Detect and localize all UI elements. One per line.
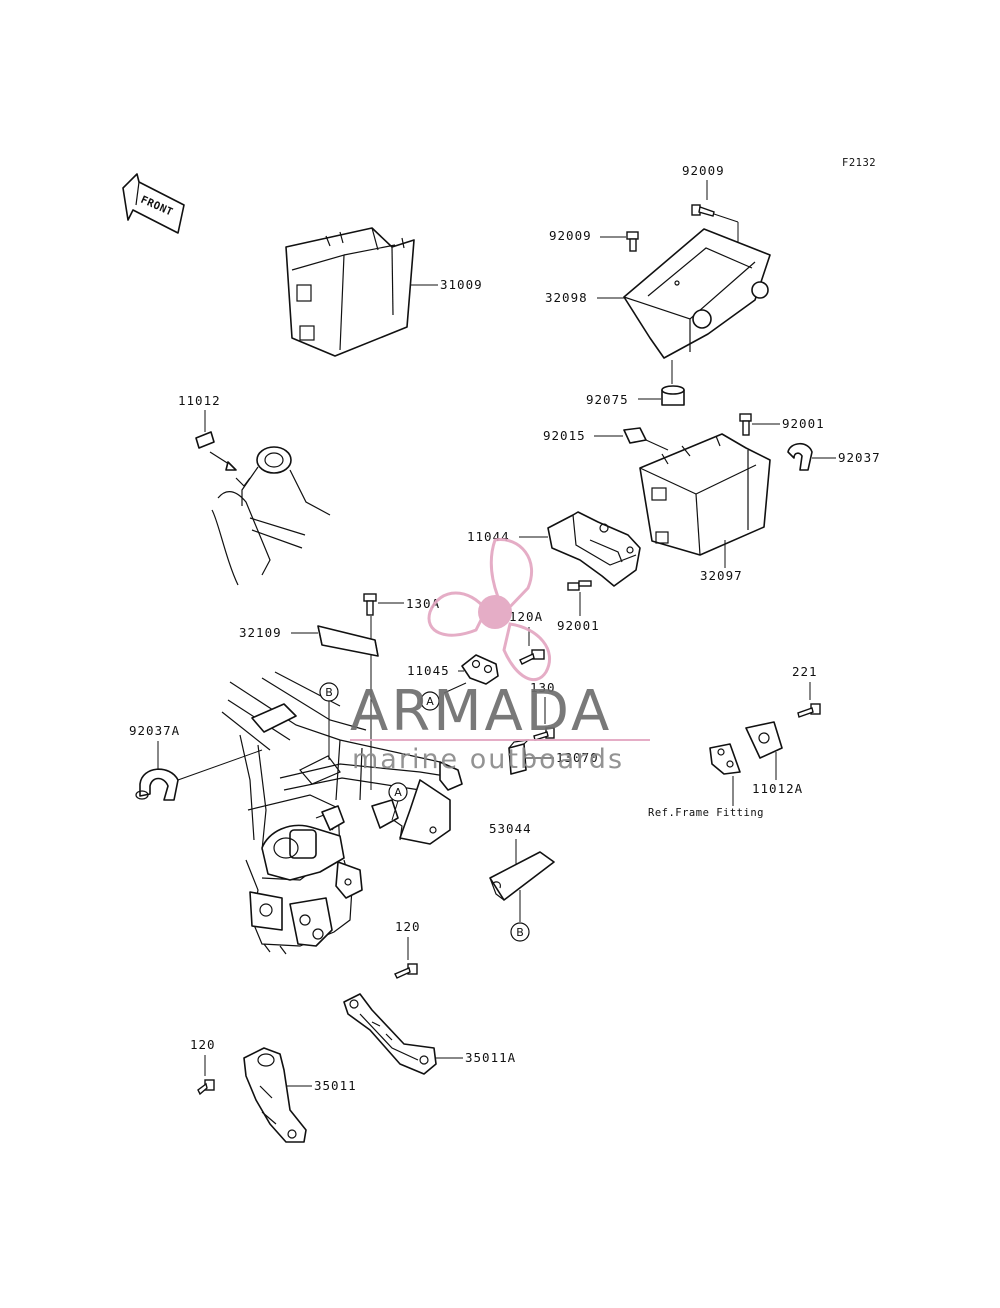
callout-a-frame: A: [388, 782, 408, 802]
label-120-low: 120: [190, 1037, 216, 1052]
label-31009: 31009: [440, 277, 483, 292]
figure-code: F2132: [842, 157, 876, 169]
label-92037: 92037: [838, 450, 881, 465]
bolt-92001-lower: [567, 580, 592, 591]
label-ref-frame-fitting: Ref.Frame Fitting: [648, 807, 764, 819]
callout-b-frame: B: [319, 682, 339, 702]
bolt-120A: [519, 649, 545, 665]
watermark-tagline: marine outboards: [352, 744, 624, 775]
cover-32109: [317, 625, 379, 657]
label-120A: 120A: [509, 609, 543, 624]
tray-32098: [623, 228, 771, 359]
callout-a-upper: A: [420, 691, 440, 711]
front-arrow-icon: FRONT: [122, 173, 185, 234]
bolt-130A: [363, 593, 377, 616]
label-92009-top: 92009: [682, 163, 725, 178]
label-120-mid: 120: [395, 919, 421, 934]
label-11012A: 11012A: [752, 781, 803, 796]
clip-nut-92015: [623, 427, 647, 444]
label-92037A: 92037A: [129, 723, 180, 738]
clamp-92037A: [135, 768, 179, 801]
steering-head-frame: [211, 446, 331, 586]
propeller-logo-icon: [427, 538, 552, 682]
label-92009-left: 92009: [549, 228, 592, 243]
label-92001-upper: 92001: [782, 416, 825, 431]
label-35011: 35011: [314, 1078, 357, 1093]
fitting-11012A: [709, 721, 783, 775]
label-32097: 32097: [700, 568, 743, 583]
bracket-35011A: [343, 993, 437, 1075]
label-92075: 92075: [586, 392, 629, 407]
callout-b-pad: B: [510, 922, 530, 942]
bolt-221: [797, 703, 821, 718]
svg-text:B: B: [325, 686, 333, 699]
label-11045: 11045: [407, 663, 450, 678]
label-130: 130: [530, 680, 556, 695]
svg-text:A: A: [426, 695, 434, 708]
label-11044: 11044: [467, 529, 510, 544]
label-53044: 53044: [489, 821, 532, 836]
label-32098: 32098: [545, 290, 588, 305]
label-92015: 92015: [543, 428, 586, 443]
bolt-92009-left: [626, 231, 639, 252]
armada-watermark-logo: ARMADA marine outboards: [350, 538, 650, 775]
pad-53044: [489, 851, 555, 901]
bolt-120-mid: [394, 963, 418, 979]
label-221: 221: [792, 664, 818, 679]
svg-text:B: B: [516, 926, 524, 939]
bolt-92009-top: [691, 204, 715, 217]
bracket-11045: [461, 654, 499, 685]
battery-case-32097: [639, 433, 771, 556]
clamp-92037: [787, 442, 813, 471]
main-frame: [221, 671, 463, 955]
label-32109: 32109: [239, 625, 282, 640]
rubber-92075: [661, 385, 685, 406]
bracket-13070: [508, 739, 530, 775]
bracket-11044: [547, 511, 641, 587]
bolt-120-low: [197, 1079, 215, 1096]
label-11012: 11012: [178, 393, 221, 408]
watermark-brand: ARMADA: [350, 679, 612, 744]
svg-text:A: A: [394, 786, 402, 799]
battery-box-31009: [285, 227, 415, 357]
label-92001-lower: 92001: [557, 618, 600, 633]
bracket-35011: [243, 1047, 307, 1143]
pin-11012: [195, 431, 215, 449]
label-35011A: 35011A: [465, 1050, 516, 1065]
bolt-92001-upper: [739, 413, 752, 436]
label-13070: 13070: [556, 750, 599, 765]
